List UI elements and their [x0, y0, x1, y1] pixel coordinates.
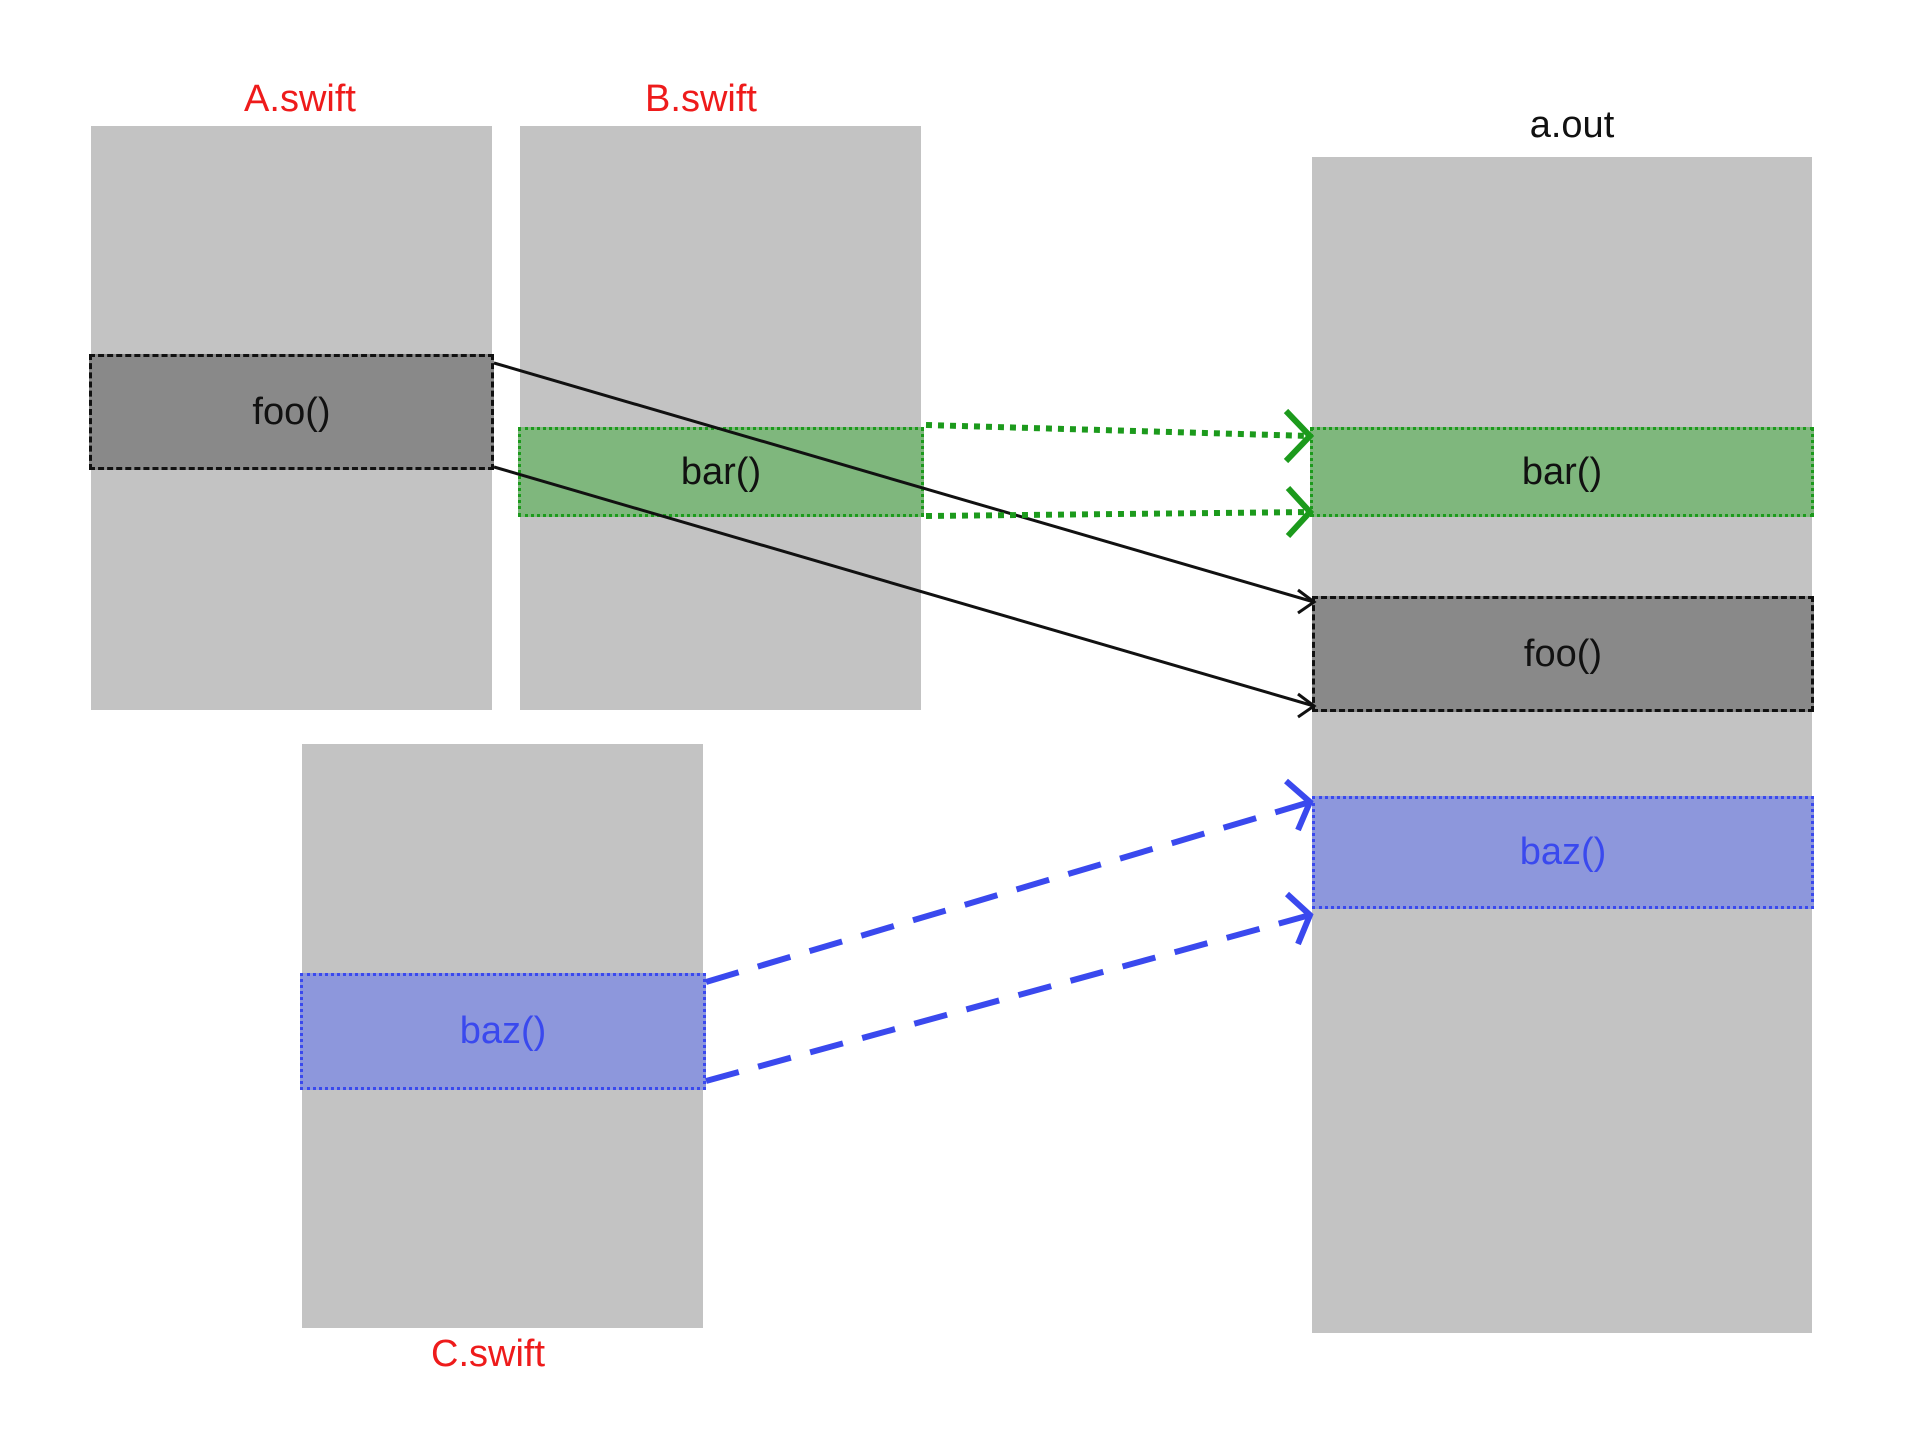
baz-block-output: baz(): [1312, 796, 1814, 909]
file-label-a: A.swift: [244, 78, 356, 120]
bar-arrowhead-top: [1283, 408, 1315, 464]
output-panel: [1312, 157, 1812, 1333]
bar-label-output: bar(): [1521, 450, 1603, 493]
bar-arrows: [925, 408, 1315, 539]
file-label-b: B.swift: [645, 78, 757, 120]
foo-block-output: foo(): [1312, 596, 1814, 712]
bar-arrow-top: [925, 422, 1311, 439]
bar-arrow-bottom: [925, 509, 1311, 519]
file-label-c: C.swift: [431, 1333, 545, 1375]
baz-label-source: baz(): [459, 1010, 547, 1052]
foo-block-source: foo(): [89, 354, 494, 470]
baz-arrows: [705, 778, 1314, 1084]
baz-arrow-bottom: [705, 912, 1311, 1084]
baz-block-source: baz(): [300, 973, 706, 1090]
baz-arrowhead-bottom: [1284, 891, 1314, 946]
foo-label-output: foo(): [1523, 632, 1603, 675]
foo-label-source: foo(): [252, 390, 331, 433]
baz-arrow-top: [705, 799, 1311, 985]
file-panel-b: [520, 126, 921, 710]
output-label: a.out: [1529, 104, 1615, 146]
bar-arrowhead-bottom: [1285, 485, 1315, 539]
bar-block-output: bar(): [1310, 427, 1814, 517]
baz-label-output: baz(): [1519, 831, 1607, 873]
bar-label-source: bar(): [680, 450, 762, 493]
baz-arrowhead-top: [1284, 778, 1314, 832]
bar-block-source: bar(): [518, 427, 924, 517]
